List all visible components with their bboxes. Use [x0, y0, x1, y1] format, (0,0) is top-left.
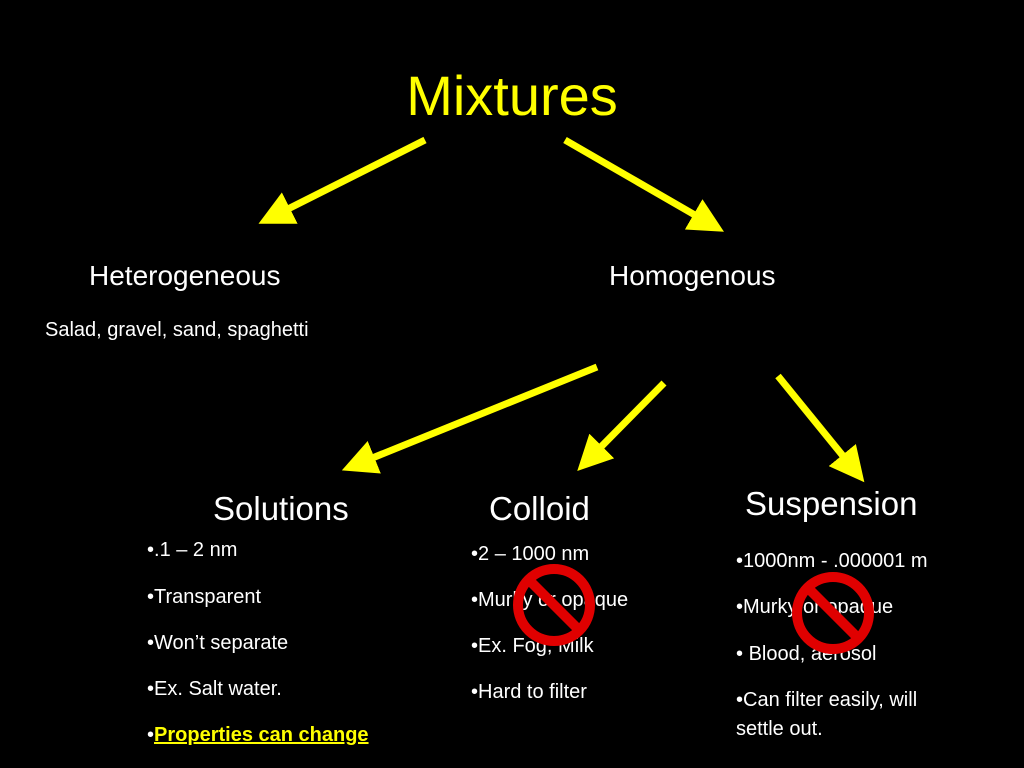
bullet-glyph: •: [147, 724, 155, 746]
bullet-glyph: •: [736, 596, 744, 618]
solutions-bullet-1: .1 – 2 nm: [154, 539, 238, 561]
solutions-bullet-3: Won’t separate: [154, 632, 289, 654]
bullet-glyph: •: [471, 681, 479, 703]
bullet-glyph: •: [147, 539, 155, 561]
bullet-glyph: •: [736, 689, 744, 711]
arrow-to-suspension: [775, 373, 865, 483]
solutions-label: Solutions: [213, 490, 349, 527]
list-item: •.1 – 2 nm: [147, 538, 237, 562]
heterogeneous-label: Heterogeneous: [89, 260, 281, 291]
prohibited-icon: [513, 564, 595, 646]
list-item: •Ex. Salt water.: [147, 677, 282, 701]
list-item: •Can filter easily, will: [736, 688, 917, 712]
suspension-bullet-continuation: settle out.: [736, 718, 823, 740]
page-title: Mixtures: [406, 64, 618, 127]
arrow-to-heterogeneous: [258, 136, 427, 224]
suspension-bullet-2: Murky or opaque: [743, 596, 894, 618]
list-item: •2 – 1000 nm: [471, 542, 589, 566]
colloid-label: Colloid: [489, 490, 590, 527]
bullet-glyph: •: [147, 678, 155, 700]
solutions-bullet-4: Ex. Salt water.: [154, 678, 282, 700]
solutions-highlight: Properties can change: [154, 724, 369, 746]
list-item: •Won’t separate: [147, 631, 288, 655]
suspension-bullet-4: Can filter easily, will: [743, 689, 918, 711]
bullet-glyph: •: [471, 589, 479, 611]
colloid-bullet-4: Hard to filter: [478, 681, 587, 703]
suspension-label: Suspension: [745, 485, 918, 522]
bullet-glyph: •: [736, 550, 744, 572]
list-item: •Murky or opaque: [736, 595, 893, 619]
list-item: •Transparent: [147, 585, 261, 609]
homogenous-label: Homogenous: [609, 260, 776, 291]
list-item: •1000nm - .000001 m: [736, 549, 928, 573]
arrow-to-solutions: [341, 363, 599, 474]
bullet-glyph: •: [147, 632, 155, 654]
bullet-glyph: •: [471, 635, 479, 657]
solutions-bullet-2: Transparent: [154, 586, 262, 608]
bullet-glyph: •: [471, 543, 479, 565]
heterogeneous-examples: Salad, gravel, sand, spaghetti: [45, 319, 309, 341]
bullet-glyph: •: [736, 643, 744, 665]
arrow-to-homogenous: [563, 136, 724, 232]
list-item: •Properties can change: [147, 723, 369, 747]
suspension-bullet-1: 1000nm - .000001 m: [743, 550, 928, 572]
list-item: •Hard to filter: [471, 680, 587, 704]
arrow-to-colloid: [577, 380, 667, 471]
prohibited-icon: [792, 572, 874, 654]
bullet-glyph: •: [147, 586, 155, 608]
colloid-bullet-1: 2 – 1000 nm: [478, 543, 590, 565]
